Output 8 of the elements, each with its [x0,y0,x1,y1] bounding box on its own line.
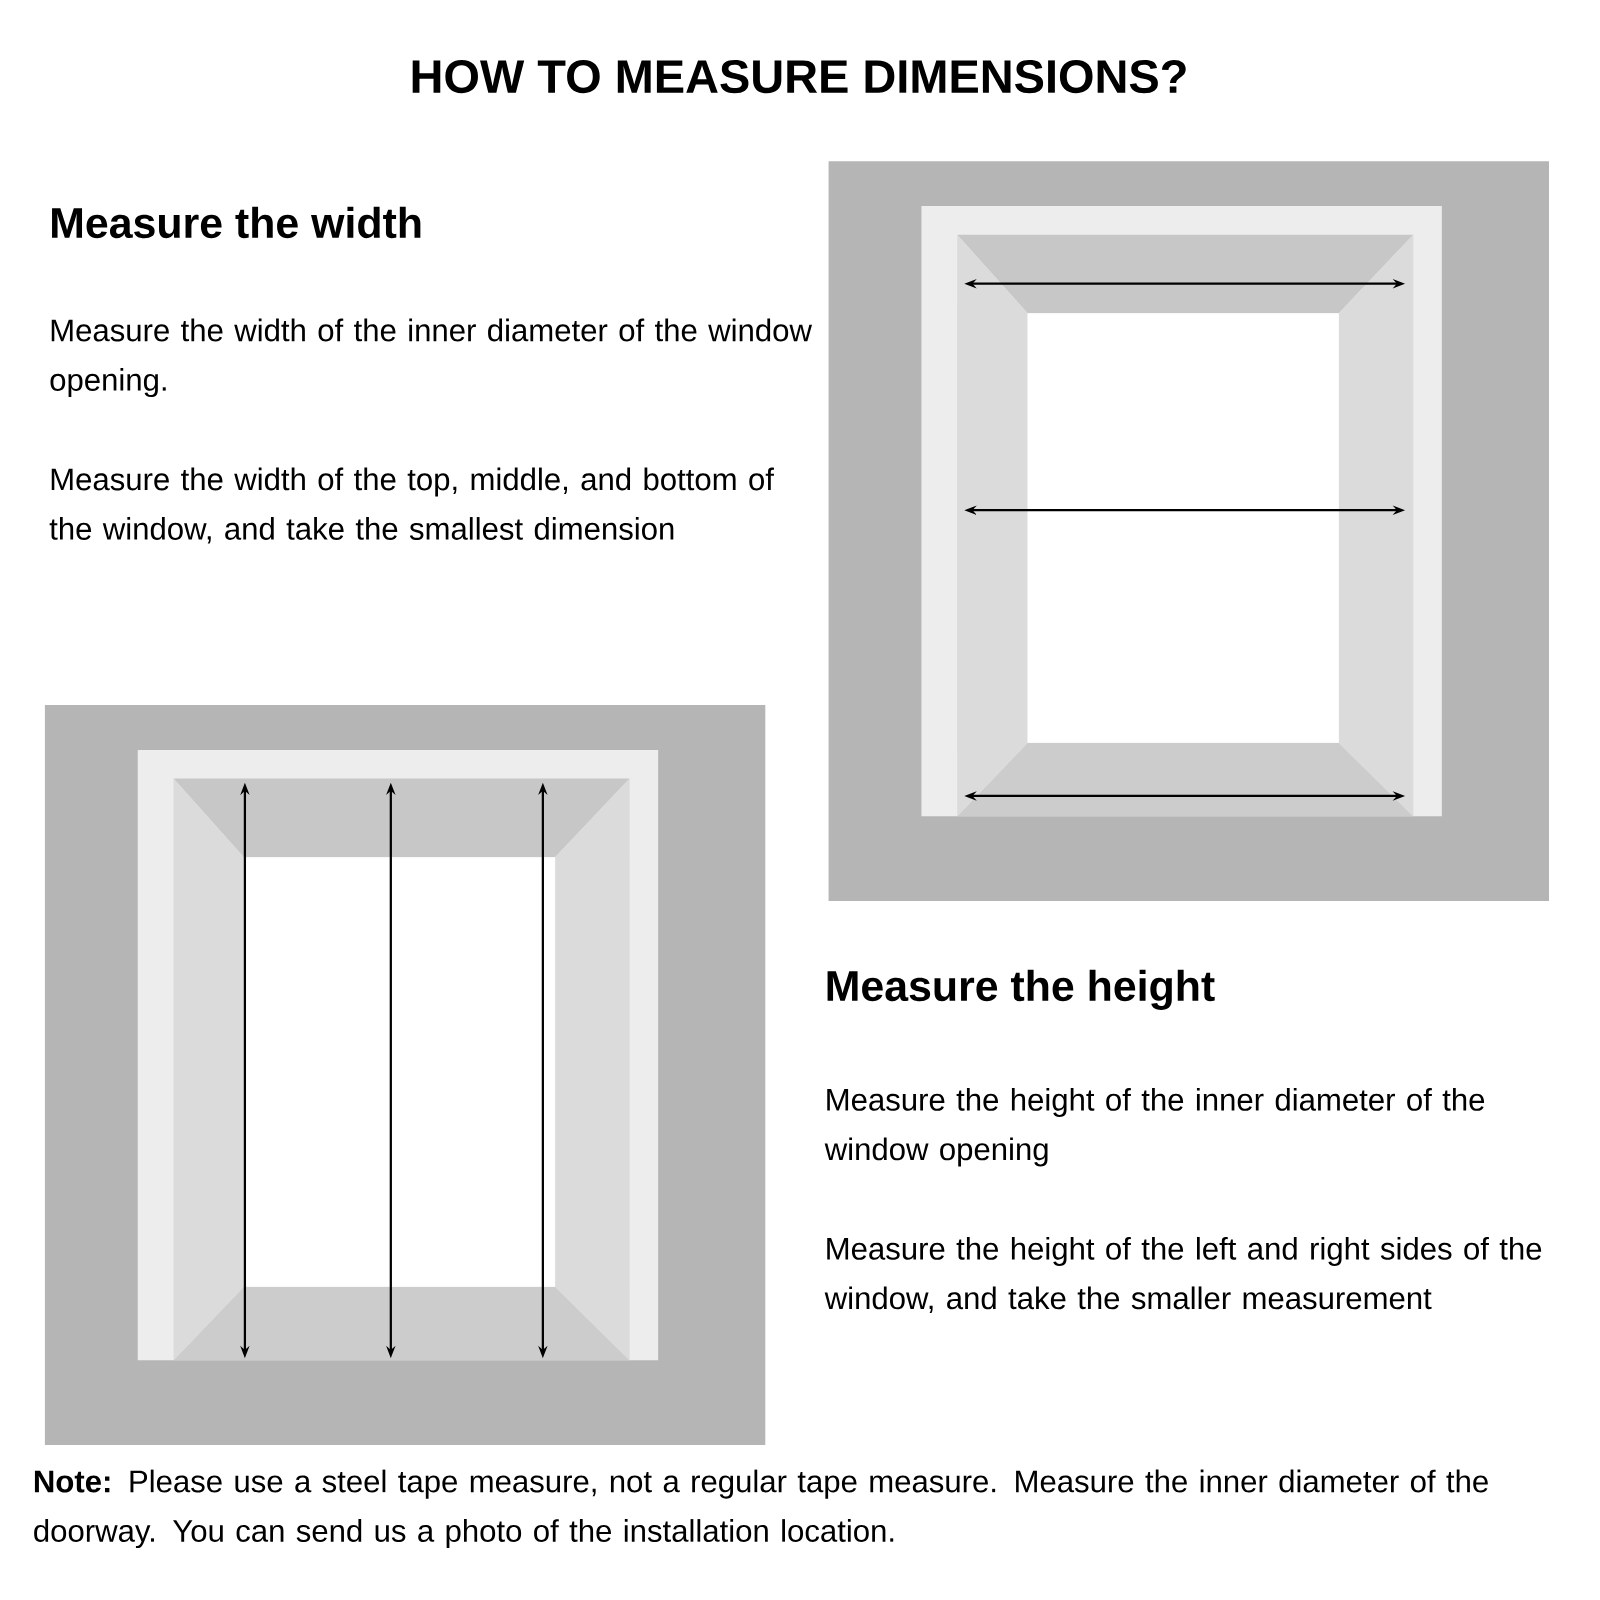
title: HOW TO MEASURE DIMENSIONS? [412,59,1186,94]
section-heading: Measure the height [827,969,1215,1010]
instruction-text: Measure the height of the inner diameter of the window opening [824,1088,1485,1167]
note-text: Note: Please use a steel tape measure, not a regular tape measure. Measure the inner diameter of the doorway. You can send us a photo of the installation location. [34,1469,1488,1549]
instruction-text: Measure the width of the top, middle, and bottom of the window, and take the smallest dimension [49,467,774,544]
section-heading: Measure the width [52,206,421,239]
instruction-text: Measure the height of the left and right sides of the window, and take the smaller measurement [824,1236,1542,1313]
instruction-text: Measure the width of the inner diameter of the window opening. [50,318,812,398]
